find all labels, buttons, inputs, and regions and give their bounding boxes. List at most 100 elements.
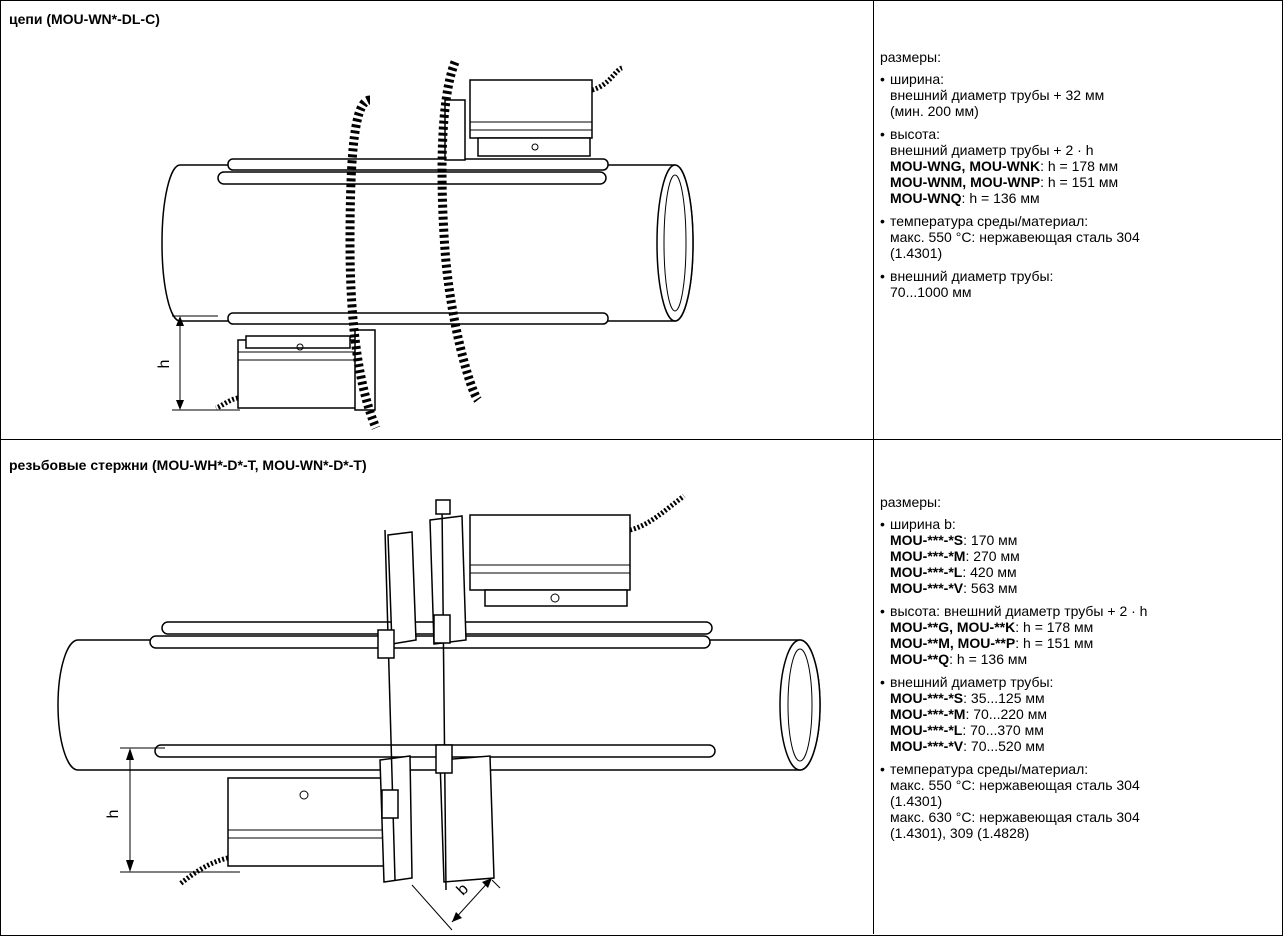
section-title-chains: цепи (MOU-WN*-DL-C) [9,11,160,27]
dimension-h-label: h [105,810,122,819]
spec-text: высота: [890,126,941,142]
spec-line: 70...1000 мм [890,284,1140,300]
spec-text: (1.4301) [890,245,943,261]
model-code: MOU-WNM, MOU-WNP [890,174,1041,190]
model-code: MOU-**M, MOU-**P [890,635,1016,651]
spec-line: температура среды/материал: [890,761,1147,777]
threaded-rod-specs: размеры: ширина b:MOU-***-*S: 170 ммMOU-… [880,494,1147,848]
spec-item: ширина:внешний диаметр трубы + 32 мм(мин… [880,71,1140,126]
model-code: MOU-***-*S [890,532,964,548]
spec-line: MOU-***-*L: 70...370 мм [890,722,1147,738]
spec-line: ширина: [890,71,1140,87]
spec-text: : 563 мм [963,580,1018,596]
model-code: MOU-***-*V [890,580,964,596]
spec-text: ширина: [890,71,945,87]
chain-mount-drawing: h [156,60,694,430]
spec-line: макс. 550 °C: нержавеющая сталь 304 [890,229,1140,245]
spec-text: внешний диаметр трубы: [890,268,1054,284]
spec-line: (1.4301) [890,793,1147,809]
spec-text: (1.4301), 309 (1.4828) [890,825,1030,841]
spec-line: MOU-**M, MOU-**P: h = 151 мм [890,635,1147,651]
spec-item: температура среды/материал:макс. 550 °C:… [880,761,1147,848]
model-code: MOU-***-*S [890,690,964,706]
table-row-divider [0,439,1281,440]
spec-line: ширина b: [890,516,1147,532]
specs-heading: размеры: [880,494,941,510]
spec-line: MOU-WNQ: h = 136 мм [890,190,1140,206]
threaded-rod-mount-drawing: h b [57,493,821,931]
model-code: MOU-***-*M [890,706,966,722]
spec-text: высота: внешний диаметр трубы + 2 · h [890,603,1148,619]
spec-line: MOU-***-*L: 420 мм [890,564,1147,580]
spec-text: : h = 136 мм [961,190,1040,206]
dimension-h-label: h [156,360,173,369]
spec-item: температура среды/материал:макс. 550 °C:… [880,213,1140,268]
spec-item: внешний диаметр трубы:70...1000 мм [880,268,1140,307]
spec-text: 70...1000 мм [890,284,972,300]
spec-line: внешний диаметр трубы: [890,268,1140,284]
spec-text: : 170 мм [963,532,1018,548]
spec-line: внешний диаметр трубы: [890,674,1147,690]
spec-text: (1.4301) [890,793,943,809]
section-title-threaded-rods: резьбовые стержни (MOU-WH*-D*-T, MOU-WN*… [9,457,367,473]
model-code: MOU-WNQ [890,190,962,206]
spec-line: макс. 550 °C: нержавеющая сталь 304 [890,777,1147,793]
table-column-divider [873,0,874,934]
spec-text: макс. 630 °C: нержавеющая сталь 304 [890,809,1140,825]
spec-line: высота: внешний диаметр трубы + 2 · h [890,603,1147,619]
spec-line: высота: [890,126,1140,142]
spec-line: (1.4301) [890,245,1140,261]
spec-line: MOU-WNG, MOU-WNK: h = 178 мм [890,158,1140,174]
spec-line: MOU-**G, MOU-**K: h = 178 мм [890,619,1147,635]
spec-line: (1.4301), 309 (1.4828) [890,825,1147,841]
model-code: MOU-***-*L [890,722,963,738]
chain-specs: размеры: ширина:внешний диаметр трубы + … [880,49,1140,307]
spec-line: MOU-***-*M: 270 мм [890,548,1147,564]
spec-item: высота: внешний диаметр трубы + 2 · hMOU… [880,603,1147,674]
model-code: MOU-WNG, MOU-WNK [890,158,1041,174]
spec-item: высота:внешний диаметр трубы + 2 · hMOU-… [880,126,1140,213]
spec-line: макс. 630 °C: нержавеющая сталь 304 [890,809,1147,825]
spec-text: : 70...220 мм [965,706,1047,722]
spec-list: ширина:внешний диаметр трубы + 32 мм(мин… [880,71,1140,307]
model-code: MOU-**G, MOU-**K [890,619,1016,635]
spec-text: : h = 178 мм [1015,619,1094,635]
model-code: MOU-***-*V [890,738,964,754]
dimension-b-label: b [454,881,472,899]
spec-text: : h = 136 мм [949,651,1028,667]
spec-text: внешний диаметр трубы: [890,674,1054,690]
spec-line: MOU-***-*V: 563 мм [890,580,1147,596]
spec-line: MOU-WNM, MOU-WNP: h = 151 мм [890,174,1140,190]
spec-text: макс. 550 °C: нержавеющая сталь 304 [890,229,1140,245]
spec-text: : h = 178 мм [1040,158,1119,174]
spec-line: внешний диаметр трубы + 32 мм [890,87,1140,103]
model-code: MOU-***-*M [890,548,966,564]
spec-text: внешний диаметр трубы + 2 · h [890,142,1094,158]
spec-text: макс. 550 °C: нержавеющая сталь 304 [890,777,1140,793]
spec-text: ширина b: [890,516,956,532]
spec-text: внешний диаметр трубы + 32 мм [890,87,1105,103]
spec-line: MOU-***-*V: 70...520 мм [890,738,1147,754]
spec-text: : 270 мм [965,548,1020,564]
specs-heading: размеры: [880,49,941,65]
spec-line: MOU-***-*S: 170 мм [890,532,1147,548]
spec-text: : 35...125 мм [963,690,1045,706]
spec-line: MOU-**Q: h = 136 мм [890,651,1147,667]
spec-item: внешний диаметр трубы:MOU-***-*S: 35...1… [880,674,1147,761]
spec-text: : h = 151 мм [1015,635,1094,651]
model-code: MOU-**Q [890,651,950,667]
spec-line: внешний диаметр трубы + 2 · h [890,142,1140,158]
spec-text: (мин. 200 мм) [890,103,979,119]
spec-text: температура среды/материал: [890,761,1089,777]
spec-line: температура среды/материал: [890,213,1140,229]
spec-text: температура среды/материал: [890,213,1089,229]
spec-line: (мин. 200 мм) [890,103,1140,119]
spec-line: MOU-***-*S: 35...125 мм [890,690,1147,706]
spec-text: : h = 151 мм [1040,174,1119,190]
spec-text: : 420 мм [962,564,1017,580]
model-code: MOU-***-*L [890,564,963,580]
spec-text: : 70...520 мм [963,738,1045,754]
spec-line: MOU-***-*M: 70...220 мм [890,706,1147,722]
